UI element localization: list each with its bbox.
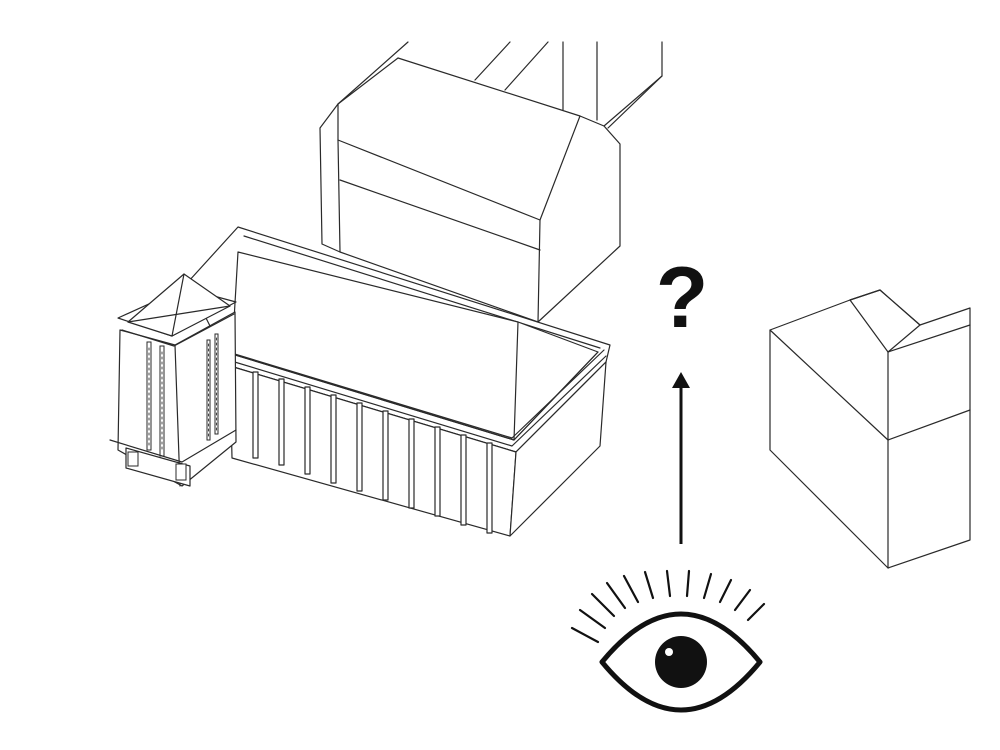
facade-pilasters — [252, 371, 493, 534]
tower-window-strips — [146, 333, 219, 457]
question-mark: ? — [655, 250, 709, 346]
right-building — [769, 289, 971, 569]
view-arrow — [672, 372, 690, 544]
tower — [109, 273, 237, 487]
back-building — [319, 41, 663, 323]
eye-icon — [570, 569, 766, 713]
